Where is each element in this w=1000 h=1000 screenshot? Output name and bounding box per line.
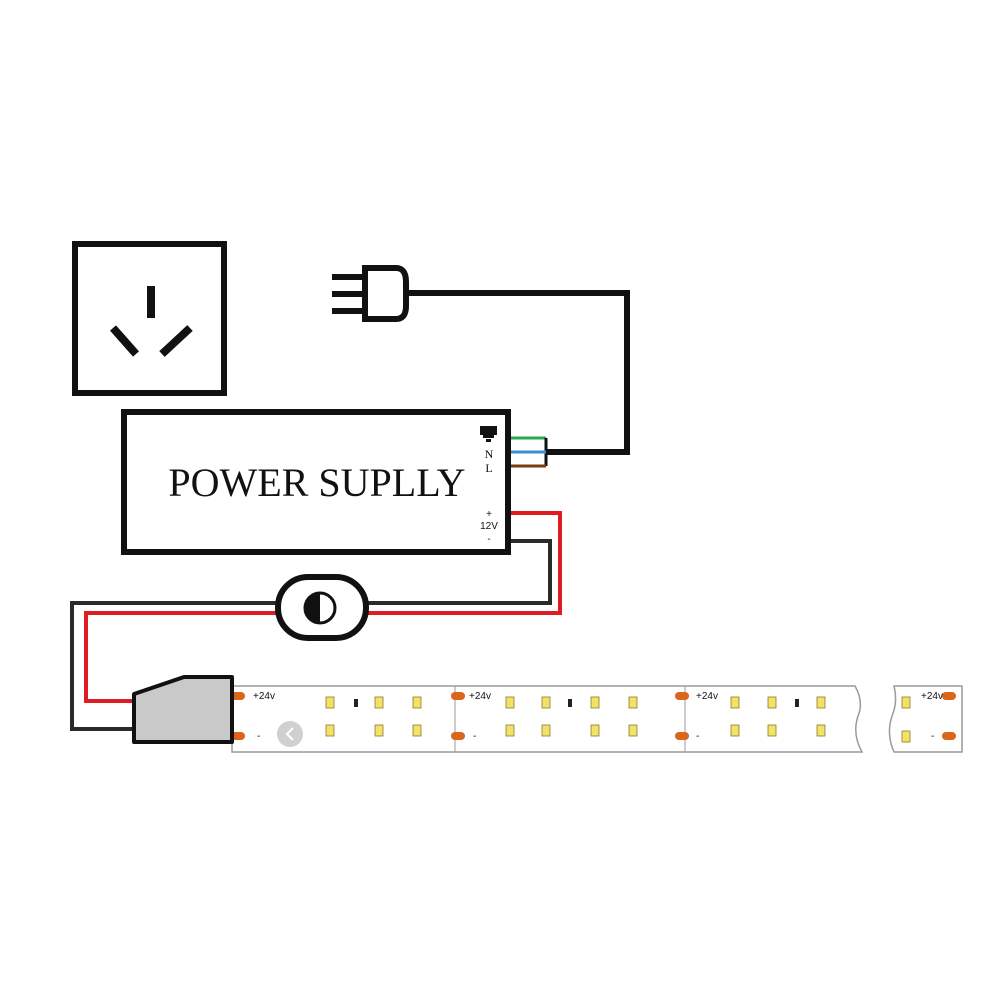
strip-positive-label: +24v: [921, 691, 943, 702]
led-chip: [730, 724, 740, 737]
led-chip: [730, 696, 740, 709]
strip-pads: [231, 692, 956, 740]
ground-symbol-icon: [480, 426, 497, 442]
positive-pad: [231, 692, 245, 700]
led-chip: [505, 724, 515, 737]
led-chip: [816, 724, 826, 737]
strip-negative-label: -: [696, 731, 699, 742]
led-chip: [628, 696, 638, 709]
led-chip: [541, 724, 551, 737]
live-pin-label: L: [485, 461, 492, 475]
led-chip: [590, 696, 600, 709]
positive-pad: [942, 692, 956, 700]
strip-outline: [231, 685, 864, 753]
led-chip: [412, 724, 422, 737]
inline-switch-icon: [275, 574, 369, 641]
power-supply-title: POWER SUPLLY: [168, 460, 465, 505]
negative-pad: [675, 732, 689, 740]
resistor-chip: [795, 699, 799, 707]
dc-voltage-label: 12V: [480, 521, 498, 532]
led-strip: +24v +24v +24v +24v - - - -: [231, 685, 963, 753]
neutral-pin-label: N: [485, 447, 494, 461]
strip-negative-label: -: [257, 731, 260, 742]
strip-negative-label: -: [931, 731, 934, 742]
strip-body: [231, 685, 864, 753]
strip-leds: [325, 696, 911, 743]
led-chip: [505, 696, 515, 709]
strip-labels: +24v +24v +24v +24v - - - -: [253, 691, 943, 742]
strip-negative-label: -: [473, 731, 476, 742]
negative-pad: [451, 732, 465, 740]
led-chip: [325, 696, 335, 709]
led-chip: [325, 724, 335, 737]
strip-positive-label: +24v: [696, 691, 718, 702]
led-chip: [901, 696, 911, 709]
resistor-chip: [354, 699, 358, 707]
led-chip: [628, 724, 638, 737]
negative-pad: [231, 732, 245, 740]
negative-pad: [942, 732, 956, 740]
three-pin-plug-icon: [332, 265, 409, 322]
led-chip: [816, 696, 826, 709]
led-chip: [901, 730, 911, 743]
led-chip: [374, 696, 384, 709]
led-chip: [412, 696, 422, 709]
ac-input-wires: [508, 436, 548, 468]
led-chip: [590, 724, 600, 737]
wall-socket-icon: [72, 241, 227, 396]
chevron-left-icon[interactable]: [277, 721, 303, 747]
mains-cable: [406, 290, 630, 455]
led-chip: [374, 724, 384, 737]
positive-pad: [675, 692, 689, 700]
led-chip: [767, 696, 777, 709]
power-supply-box: POWER SUPLLY N L + 12V -: [121, 409, 511, 555]
dc-negative-pin-label: -: [487, 534, 490, 545]
strip-positive-label: +24v: [469, 691, 491, 702]
led-chip: [541, 696, 551, 709]
resistor-chip: [568, 699, 572, 707]
led-chip: [767, 724, 777, 737]
dc-positive-pin-label: +: [486, 509, 492, 520]
strip-connector-icon: [132, 675, 234, 744]
positive-pad: [451, 692, 465, 700]
strip-positive-label: +24v: [253, 691, 275, 702]
